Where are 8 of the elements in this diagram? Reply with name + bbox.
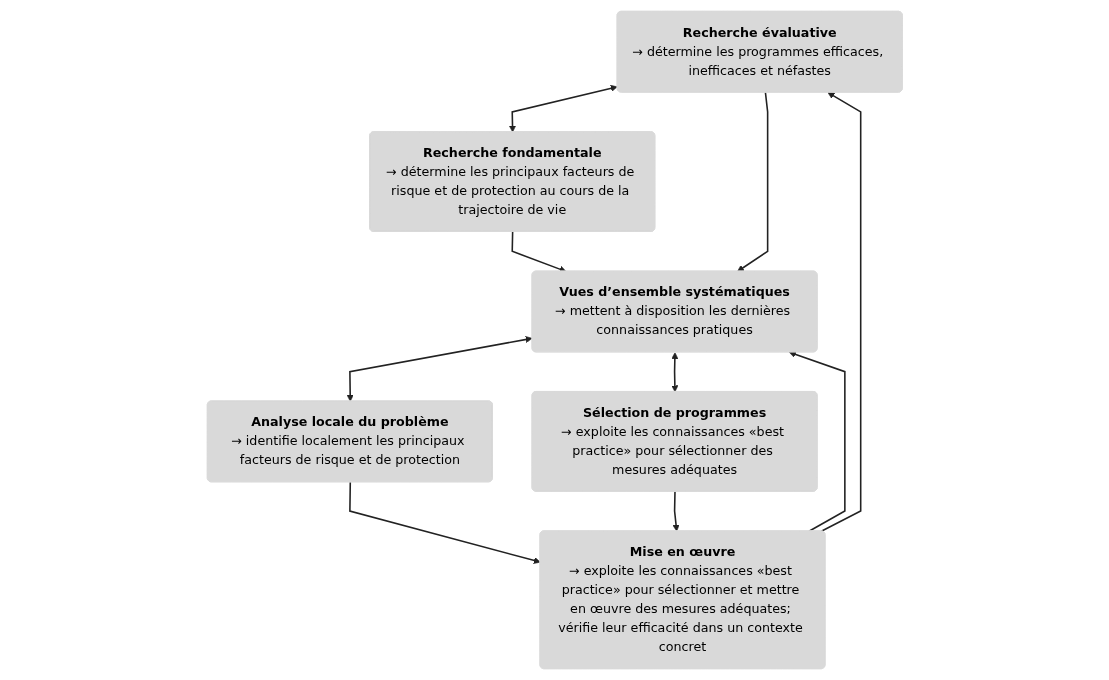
- arrow: [348, 481, 541, 564]
- arrow: [820, 92, 862, 533]
- arrow: [508, 84, 618, 133]
- arrow: [511, 231, 567, 273]
- arrow: [672, 490, 680, 532]
- arrow: [346, 336, 533, 402]
- arrow: [736, 91, 769, 272]
- arrow: [671, 352, 679, 393]
